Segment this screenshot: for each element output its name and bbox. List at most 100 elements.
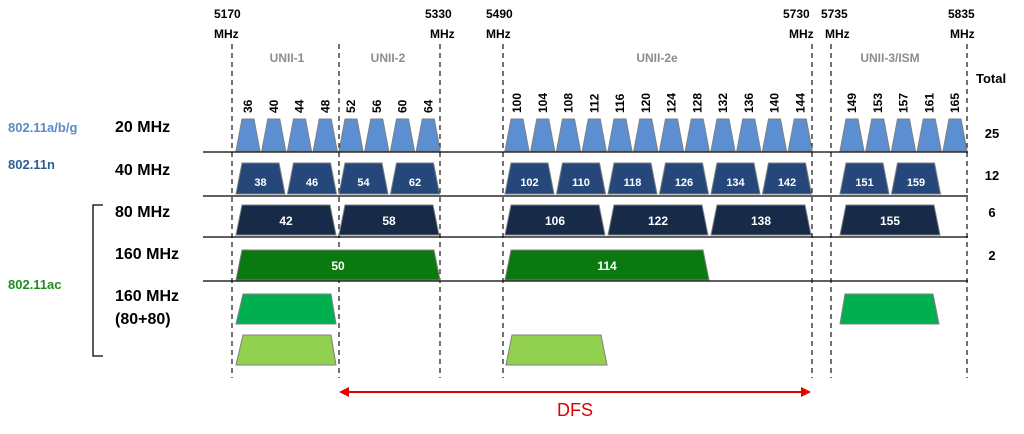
total-160mhz: 2 [988,248,995,263]
freq-5835-value: 5835 [948,7,975,21]
channel-20mhz-label-104: 104 [536,93,550,113]
channel-80mhz-label-42: 42 [279,214,293,228]
freq-5330-value: 5330 [425,7,452,21]
channel-20mhz-104 [530,118,556,152]
row-label-8080-line2: (80+80) [115,311,171,328]
channel-40mhz-102 [504,162,555,195]
standard-80211abg: 802.11a/b/g [8,120,77,135]
standard-labels: 802.11a/b/g 802.11n 802.11ac [8,120,77,292]
dfs-label: DFS [557,400,593,420]
channel-20mhz-165 [942,118,968,152]
freq-5330-unit: MHz [430,27,455,41]
channel-20mhz-label-36: 36 [241,99,255,113]
channel-40mhz-110 [555,162,607,195]
freq-5835-unit: MHz [950,27,975,41]
channel-40mhz-label-151: 151 [855,177,873,189]
channel-20mhz-140 [761,118,788,152]
channel-20mhz-label-140: 140 [768,93,782,113]
channel-20mhz-label-144: 144 [793,93,807,113]
channel-40mhz-134 [710,162,761,195]
channel-40mhz-151 [839,162,890,195]
channel-80mhz-155 [839,204,941,236]
channel-80mhz-label-58: 58 [382,214,396,228]
channel-20mhz-153 [865,118,891,152]
channel-20mhz-128 [684,118,710,152]
channel-20mhz-56 [364,118,390,152]
channel-20mhz-157 [890,118,917,152]
channel-80mhz-58 [338,204,440,236]
channel-20mhz-label-116: 116 [613,93,627,113]
channel-20mhz-label-112: 112 [587,93,601,113]
row-label-8080-line1: 160 MHz [115,288,179,305]
channel-20mhz-40 [261,118,287,152]
channel-80mhz-106 [504,204,606,236]
channel-160mhz-114 [504,249,710,281]
freq-5490-value: 5490 [486,7,513,21]
channel-20mhz-44 [286,118,313,152]
channel-80mhz-label-122: 122 [648,214,668,228]
channel-20mhz-52 [338,118,364,152]
band-unii1: UNII-1 [270,51,305,65]
row-label-40mhz: 40 MHz [115,162,170,179]
channels-80mhz: 42 58 106 122 138 155 [235,204,941,236]
standard-80211n: 802.11n [8,157,55,172]
channel-20mhz-label-100: 100 [510,93,524,113]
channel-40mhz-118 [607,162,658,195]
channel-20mhz-100 [504,118,530,152]
channel-20mhz-136 [736,118,762,152]
block-8080-unii3-primary [839,293,940,325]
channel-40mhz-38 [235,162,286,195]
channel-20mhz-label-120: 120 [639,93,653,113]
channel-20mhz-60 [389,118,416,152]
channel-20mhz-label-165: 165 [948,93,962,113]
channel-20mhz-label-40: 40 [267,99,281,113]
total-80mhz: 6 [988,205,995,220]
channel-40mhz-label-102: 102 [520,177,538,189]
freq-5490-unit: MHz [486,27,511,41]
channel-40mhz-54 [338,162,389,195]
channel-40mhz-label-142: 142 [778,177,796,189]
freq-5170-value: 5170 [214,7,241,21]
channel-20mhz-64 [415,118,441,152]
freq-5735-value: 5735 [821,7,848,21]
channel-40mhz-62 [389,162,441,195]
frequency-labels: 5170 MHz 5330 MHz 5490 MHz 5730 MHz 5735… [214,7,975,41]
channel-20mhz-label-128: 128 [690,93,704,113]
channel-20mhz-label-56: 56 [370,99,384,113]
row-label-160mhz: 160 MHz [115,246,179,263]
total-header: Total [976,71,1006,86]
channel-80mhz-label-138: 138 [751,214,771,228]
channel-20mhz-36 [235,118,261,152]
channel-20mhz-label-108: 108 [562,93,576,113]
freq-5730-value: 5730 [783,7,810,21]
channel-40mhz-46 [286,162,338,195]
channel-20mhz-label-132: 132 [716,93,730,113]
channel-160mhz-50 [235,249,441,281]
channel-80mhz-label-106: 106 [545,214,565,228]
channel-20mhz-112 [581,118,607,152]
channel-20mhz-161 [916,118,942,152]
standard-80211ac: 802.11ac [8,277,62,292]
row-totals: 25 12 6 2 [985,126,999,263]
total-40mhz: 12 [985,168,999,183]
channel-20mhz-132 [710,118,736,152]
channel-40mhz-label-110: 110 [572,177,590,189]
channel-20mhz-label-48: 48 [318,99,332,113]
channel-160mhz-label-50: 50 [331,259,345,273]
channels-160mhz: 50 114 [235,249,710,281]
channel-160mhz-label-114: 114 [597,259,617,273]
channel-80mhz-42 [235,204,337,236]
channel-40mhz-label-38: 38 [254,177,266,189]
block-8080-unii1-primary [235,293,337,325]
ac-bracket [92,204,103,357]
channel-40mhz-label-46: 46 [306,177,318,189]
channel-40mhz-label-62: 62 [409,177,421,189]
channel-20mhz-149 [839,118,865,152]
channel-20mhz-label-136: 136 [742,93,756,113]
channel-20mhz-label-124: 124 [665,93,679,113]
freq-5735-unit: MHz [825,27,850,41]
channel-80mhz-label-155: 155 [880,214,900,228]
channel-40mhz-126 [658,162,710,195]
band-unii3: UNII-3/ISM [860,51,919,65]
